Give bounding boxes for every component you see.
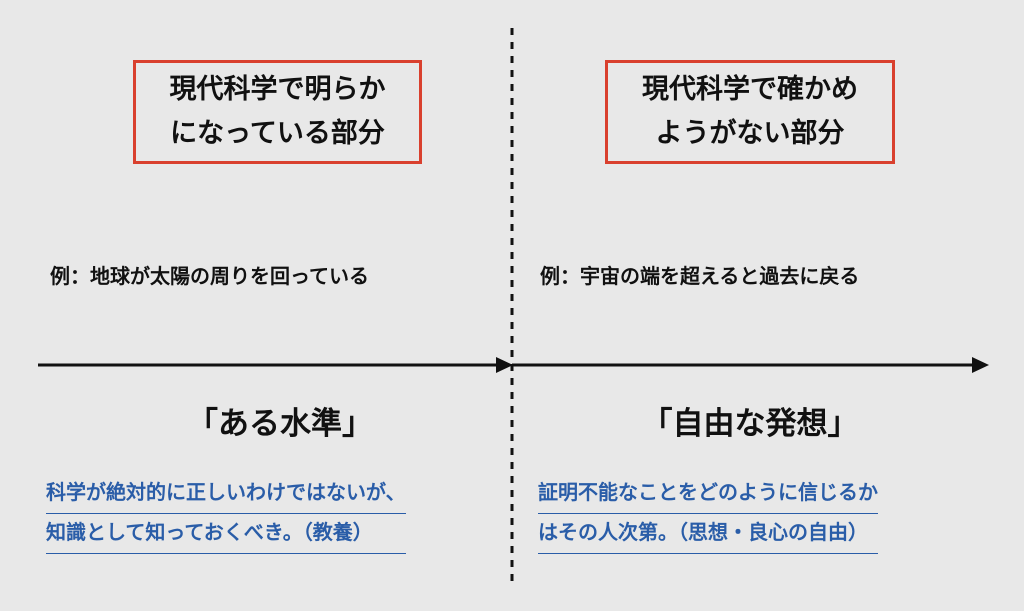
left-desc-line2: 知識として知っておくべき。（教養）	[46, 514, 406, 554]
left-box-line1: 現代科学で明らか	[169, 74, 386, 105]
arrowhead-right	[972, 357, 989, 373]
left-box-line2: になっている部分	[170, 118, 385, 149]
arrowhead-middle	[496, 357, 513, 373]
left-example: 例：地球が太陽の周りを回っている	[50, 264, 369, 288]
right-concept: 「自由な発想」	[641, 406, 859, 442]
right-box-line1: 現代科学で確かめ	[642, 74, 858, 105]
right-category-box: 現代科学で確かめ ようがない部分	[605, 60, 895, 164]
right-desc-line1: 証明不能なことをどのように信じるか	[538, 474, 878, 514]
right-desc-line2: はその人次第。（思想・良心の自由）	[538, 514, 878, 554]
left-concept: 「ある水準」	[187, 406, 373, 442]
right-box-line2: ようがない部分	[655, 118, 845, 149]
left-description: 科学が絶対的に正しいわけではないが、 知識として知っておくべき。（教養）	[46, 474, 406, 554]
right-example: 例：宇宙の端を超えると過去に戻る	[540, 264, 860, 288]
right-description: 証明不能なことをどのように信じるか はその人次第。（思想・良心の自由）	[538, 474, 878, 554]
left-category-box: 現代科学で明らか になっている部分	[133, 60, 422, 164]
left-desc-line1: 科学が絶対的に正しいわけではないが、	[46, 474, 406, 514]
